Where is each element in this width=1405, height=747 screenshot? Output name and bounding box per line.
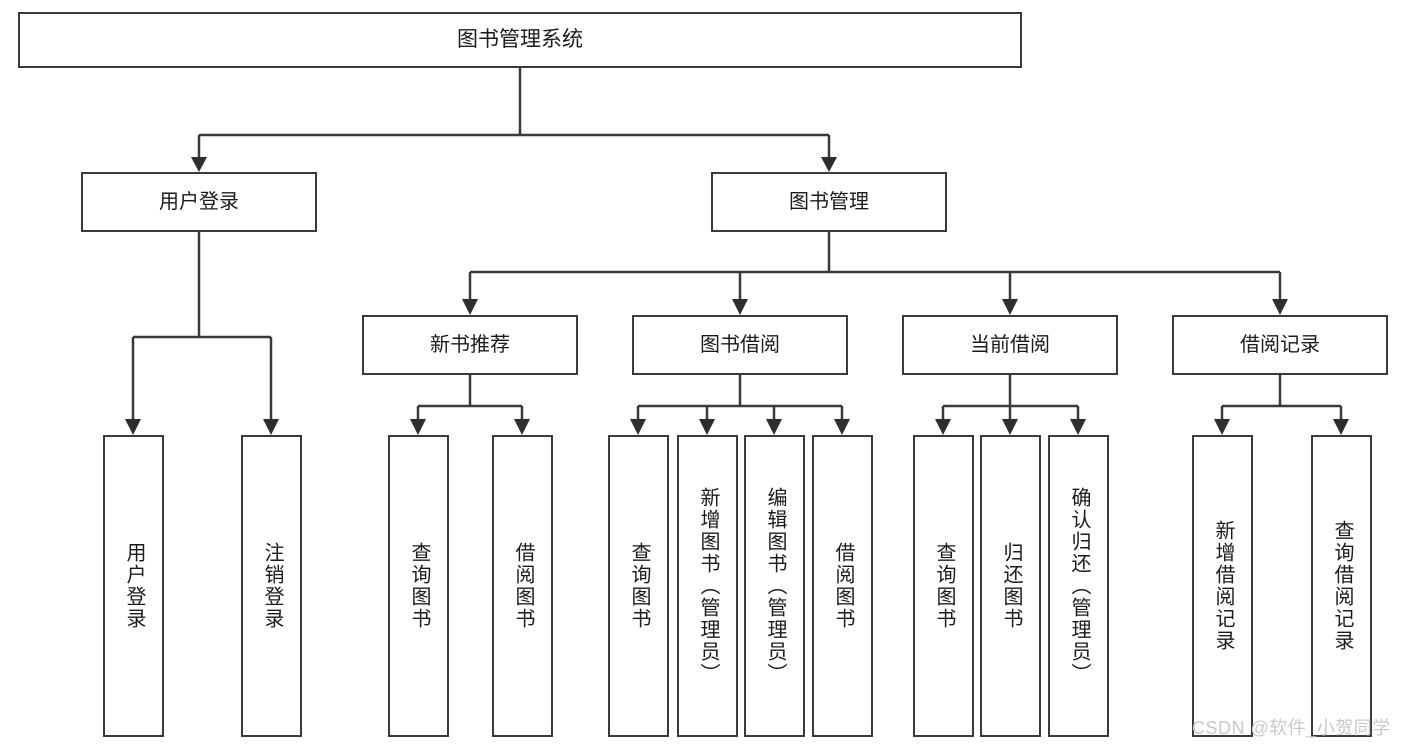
- leaf-label: 查询借阅记录: [1331, 520, 1353, 652]
- leaf-book-borrow-edit[interactable]: 编辑图书（管理员）: [744, 435, 805, 737]
- leaf-book-borrow-query[interactable]: 查询图书: [608, 435, 669, 737]
- leaf-label: 注销登录: [261, 542, 283, 630]
- node-book-borrow[interactable]: 图书借阅: [632, 315, 848, 375]
- leaf-user-login-login[interactable]: 用户登录: [103, 435, 164, 737]
- leaf-new-book-borrow[interactable]: 借阅图书: [492, 435, 553, 737]
- leaf-borrow-record-add[interactable]: 新增借阅记录: [1192, 435, 1253, 737]
- leaf-label: 编辑图书（管理员）: [764, 487, 786, 685]
- leaf-current-borrow-confirm-return[interactable]: 确认归还（管理员）: [1048, 435, 1109, 737]
- leaf-label: 查询图书: [628, 542, 650, 630]
- leaf-label: 确认归还（管理员）: [1068, 487, 1090, 685]
- leaf-current-borrow-query[interactable]: 查询图书: [913, 435, 974, 737]
- leaf-label: 查询图书: [933, 542, 955, 630]
- leaf-label: 新增借阅记录: [1212, 520, 1234, 652]
- leaf-current-borrow-return[interactable]: 归还图书: [980, 435, 1041, 737]
- leaf-book-borrow-add[interactable]: 新增图书（管理员）: [677, 435, 738, 737]
- leaf-book-borrow-borrow[interactable]: 借阅图书: [812, 435, 873, 737]
- leaf-label: 新增图书（管理员）: [697, 487, 719, 685]
- node-user-login[interactable]: 用户登录: [81, 172, 317, 232]
- node-current-borrow[interactable]: 当前借阅: [902, 315, 1118, 375]
- watermark-text: CSDN @软件_小贺同学: [1192, 718, 1391, 738]
- node-borrow-record[interactable]: 借阅记录: [1172, 315, 1388, 375]
- leaf-borrow-record-query[interactable]: 查询借阅记录: [1311, 435, 1372, 737]
- leaf-user-login-logout[interactable]: 注销登录: [241, 435, 302, 737]
- leaf-label: 借阅图书: [832, 542, 854, 630]
- leaf-new-book-query[interactable]: 查询图书: [388, 435, 449, 737]
- leaf-label: 借阅图书: [512, 542, 534, 630]
- leaf-label: 归还图书: [1000, 542, 1022, 630]
- leaf-label: 用户登录: [123, 542, 145, 630]
- node-root-system[interactable]: 图书管理系统: [18, 12, 1022, 68]
- node-book-management[interactable]: 图书管理: [711, 172, 947, 232]
- node-new-book-recommend[interactable]: 新书推荐: [362, 315, 578, 375]
- leaf-label: 查询图书: [408, 542, 430, 630]
